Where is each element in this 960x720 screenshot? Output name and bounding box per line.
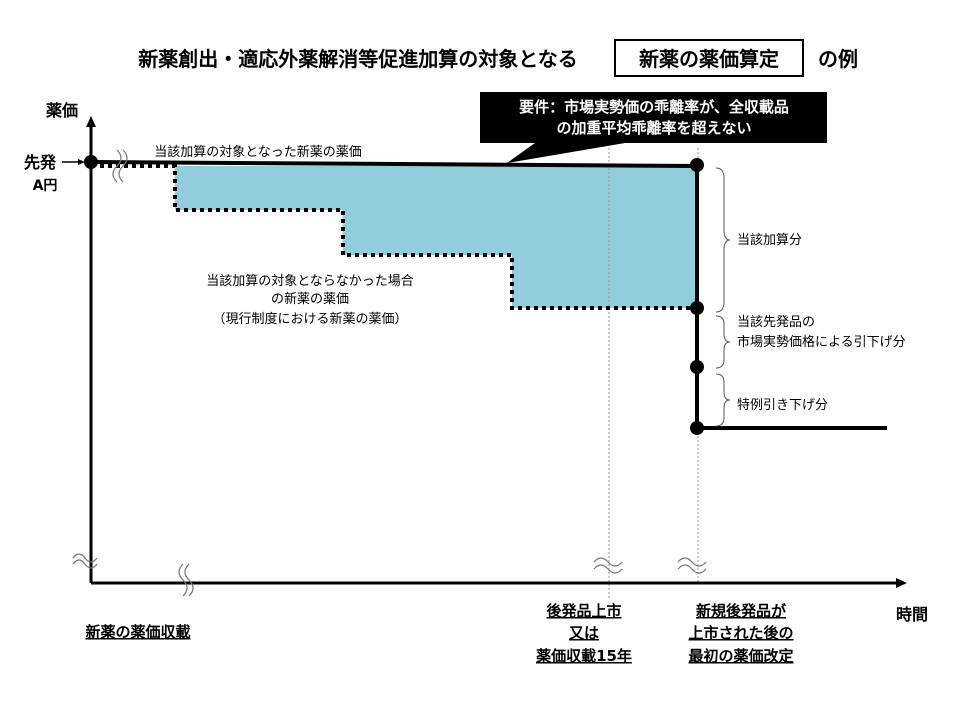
x-axis-arrow-icon [896,578,907,588]
current-system-price-line [100,164,697,310]
title-boxed: 新薬の薬価算定 [639,47,779,71]
no-premium-label-1: 当該加算の対象とならなかった場合 [206,273,414,289]
no-premium-label-3: （現行制度における新薬の薬価） [212,311,407,327]
premium-price-line [90,160,887,430]
revision-label-2: 上市された後の [688,624,793,642]
premium-area [175,166,697,308]
brace-special-icon [715,373,731,427]
brace-market-icon [715,315,731,369]
generic-label-1: 後発品上市 [545,602,621,620]
special-reduction-label: 特例引き下げ分 [737,398,828,413]
brace-premium-icon [715,167,731,313]
break-mark-icon [178,563,194,597]
no-premium-label-2: の新薬の薬価 [271,291,349,307]
break-mark-icon [72,553,98,569]
generic-label-3: 薬価収載15年 [535,647,632,665]
break-marks [72,149,707,597]
timeline-labels: 新薬の薬価収載 後発品上市 又は 薬価収載15年 新規後発品が 上市された後の … [85,602,793,665]
start-price-arrow-icon [78,159,85,165]
listing-label: 新薬の薬価収載 [85,623,190,641]
premium-portion-label: 当該加算分 [737,232,802,248]
generic-label-2: 又は [569,624,599,642]
premium-price-label: 当該加算の対象となった新薬の薬価 [154,144,362,160]
start-price-label-2: A円 [33,178,58,194]
start-point [84,155,98,169]
market-reduction-label-2: 市場実勢価格による引下げ分 [737,334,906,350]
start-price-label-1: 先発 [24,153,57,172]
y-axis-label: 薬価 [45,101,78,120]
revision-label-1: 新規後発品が [696,602,787,620]
title-box [614,39,804,77]
market-reduction-label-1: 当該先発品の [737,314,815,330]
point-after-market [690,360,704,374]
title-suffix: の例 [818,47,858,71]
y-axis-arrow-icon [86,116,96,127]
callout-line-1: 要件：市場実勢価の乖離率が、全収載品 [519,98,789,116]
requirement-callout [480,92,827,163]
title-prefix: 新薬創出・適応外薬解消等促進加算の対象となる [138,47,577,71]
braces [715,167,731,427]
break-mark-icon [593,557,623,574]
break-mark-icon [677,557,707,574]
point-after-special [690,421,704,435]
break-mark-icon [112,149,128,183]
point-after-premium [690,301,704,315]
point-before-revision [690,158,704,172]
callout-line-2: の加重平均乖離率を超えない [556,119,751,137]
revision-label-3: 最初の薬価改定 [688,647,793,665]
x-axis-label: 時間 [896,605,928,624]
